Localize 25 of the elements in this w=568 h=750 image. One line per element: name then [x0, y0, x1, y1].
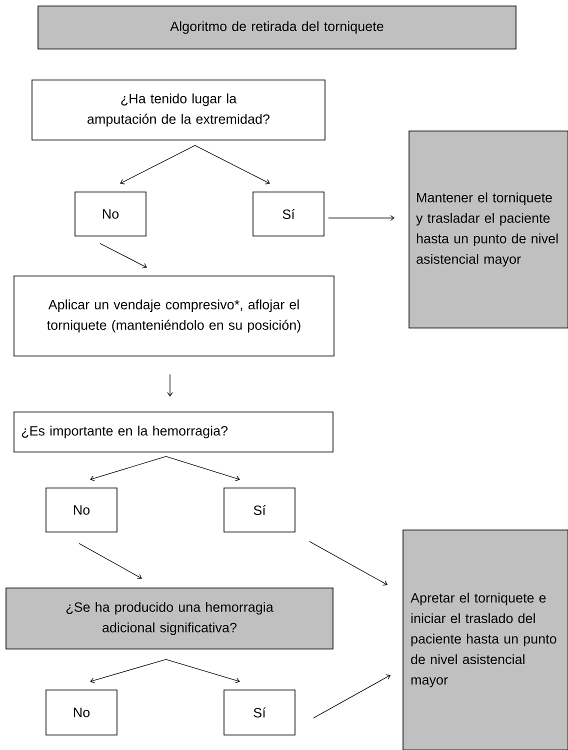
question-box: ¿Es importante en la hemorragia? [14, 412, 334, 452]
arrow [120, 145, 196, 184]
answer-box: Sí [252, 192, 324, 236]
action-box: Aplicar un vendaje compresivo*, aflojar el torniquete (manteniéndolo en su posición) [14, 276, 334, 356]
action-box: Apretar el torniquete e iniciar el traslado del paciente hasta un punto de nivel asistencial mayor [402, 530, 568, 750]
arrow [167, 374, 173, 397]
arrow [78, 543, 142, 580]
arrow [166, 456, 240, 482]
arrow [100, 243, 147, 268]
arrow [90, 659, 166, 684]
answer-box: No [46, 488, 118, 532]
arrow [166, 659, 240, 684]
answer-box: Sí [224, 690, 296, 736]
arrow [90, 456, 166, 482]
answer-box: Sí [224, 488, 296, 532]
arrow [328, 215, 395, 221]
action-box: Mantener el torniquete y trasladar el paciente hasta un punto de nivel asistencial mayor [408, 130, 568, 328]
arrow [309, 541, 388, 586]
question-box: ¿Se ha producido una hemorragia adicional significativa? [6, 588, 334, 650]
answer-box: No [46, 690, 118, 736]
arrow [313, 674, 391, 718]
answer-box: No [74, 192, 146, 236]
question-box: ¿Ha tenido lugar la amputación de la extremidad? [32, 80, 326, 140]
title-box: Algoritmo de retirada del torniquete [38, 6, 516, 50]
arrow [194, 145, 270, 184]
